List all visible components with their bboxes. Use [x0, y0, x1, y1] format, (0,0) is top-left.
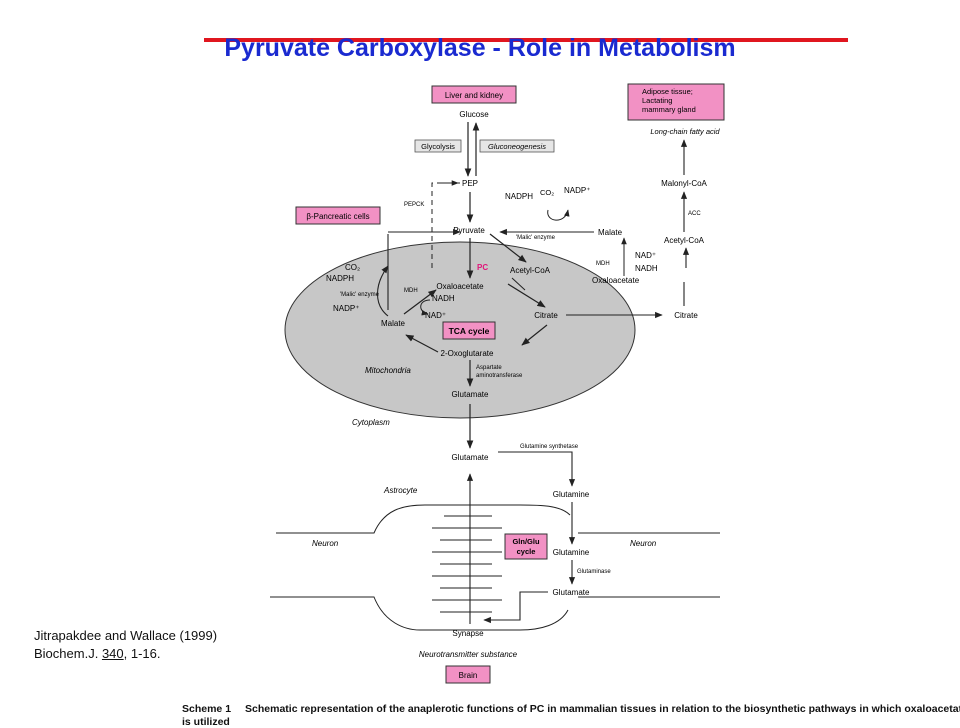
svg-text:Neuron: Neuron	[312, 539, 339, 548]
citation-reference: Biochem.J. 340, 1-16.	[34, 646, 161, 661]
svg-text:'Malic' enzyme: 'Malic' enzyme	[516, 235, 556, 241]
svg-text:Long-chain fatty acid: Long-chain fatty acid	[650, 127, 720, 136]
malate-mito-label: Malate	[381, 319, 406, 328]
svg-text:MDH: MDH	[404, 288, 418, 294]
svg-text:Liver and kidney: Liver and kidney	[445, 91, 503, 100]
svg-text:Aspartate: Aspartate	[476, 365, 502, 371]
liver-kidney-box: Liver and kidney	[431, 85, 517, 104]
svg-text:NADP⁺: NADP⁺	[564, 186, 590, 195]
svg-text:Oxaloacetate: Oxaloacetate	[592, 276, 640, 285]
svg-text:Lactating: Lactating	[642, 96, 672, 105]
synaptic-cleft	[432, 515, 502, 613]
glucose-label: Glucose	[459, 110, 489, 119]
svg-text:NADPH: NADPH	[326, 274, 354, 283]
pyruvate-label: Pyruvate	[453, 226, 485, 235]
svg-text:TCA cycle: TCA cycle	[449, 326, 490, 336]
svg-text:aminotransferase: aminotransferase	[476, 373, 523, 379]
gluconeogenesis-tag	[479, 139, 555, 153]
tca-cycle-box: TCA cycle	[442, 321, 496, 340]
svg-text:Gluconeogenesis: Gluconeogenesis	[488, 142, 546, 151]
svg-text:ACC: ACC	[688, 211, 701, 217]
brain-box: Brain	[445, 665, 491, 684]
svg-text:Glycolysis: Glycolysis	[421, 142, 455, 151]
beta-pancreatic-box: β-Pancreatic cells	[295, 206, 381, 225]
svg-text:mammary gland: mammary gland	[642, 105, 696, 114]
glutamine-neuron-label: Glutamine	[553, 548, 590, 557]
svg-text:CO₂: CO₂	[345, 263, 360, 272]
svg-text:Adipose tissue;: Adipose tissue;	[642, 87, 693, 96]
svg-text:Glutamine synthetase: Glutamine synthetase	[520, 444, 579, 450]
citation: Jitrapakdee and Wallace (1999) Biochem.J…	[34, 627, 217, 663]
gln-glu-cycle-box: Gln/Glu cycle	[504, 533, 548, 560]
oxaloacetate-mito-label: Oxaloacetate	[436, 282, 484, 291]
glycolysis-tag	[414, 139, 462, 153]
svg-text:Brain: Brain	[459, 671, 478, 680]
svg-text:NADPH: NADPH	[505, 192, 533, 201]
glutamate-neuron-label: Glutamate	[553, 588, 590, 597]
svg-text:NAD⁺: NAD⁺	[425, 311, 446, 320]
citation-authors: Jitrapakdee and Wallace (1999)	[34, 628, 218, 643]
svg-text:'Malic' enzyme: 'Malic' enzyme	[340, 292, 380, 298]
oxoglutarate-label: 2-Oxoglutarate	[441, 349, 494, 358]
cytoplasm-label: Cytoplasm	[352, 418, 390, 427]
svg-text:Acetyl-CoA: Acetyl-CoA	[664, 236, 705, 245]
svg-text:MDH: MDH	[596, 261, 610, 267]
svg-text:cycle: cycle	[517, 547, 536, 556]
mitochondria-label: Mitochondria	[365, 366, 411, 375]
title-underline	[204, 38, 848, 42]
glutamate-mito-label: Glutamate	[452, 390, 489, 399]
svg-text:Neuron: Neuron	[630, 539, 657, 548]
svg-text:β-Pancreatic cells: β-Pancreatic cells	[306, 212, 369, 221]
svg-text:CO₂: CO₂	[540, 188, 554, 197]
synapse-label: Synapse	[452, 629, 484, 638]
svg-text:NADH: NADH	[635, 264, 658, 273]
glutamate-astro-label: Glutamate	[452, 453, 489, 462]
astrocyte-label: Astrocyte	[383, 486, 418, 495]
svg-text:NADH: NADH	[432, 294, 455, 303]
svg-text:NAD⁺: NAD⁺	[635, 251, 656, 260]
svg-text:Citrate: Citrate	[674, 311, 698, 320]
svg-text:NADP⁺: NADP⁺	[333, 304, 359, 313]
pepck-label: PEPCK	[404, 202, 424, 208]
citrate-mito-label: Citrate	[534, 311, 558, 320]
svg-text:Malonyl-CoA: Malonyl-CoA	[661, 179, 707, 188]
acetylcoa-mito-label: Acetyl-CoA	[510, 266, 551, 275]
adipose-box: Adipose tissue; Lactating mammary gland	[627, 83, 725, 121]
pep-label: PEP	[462, 179, 478, 188]
svg-text:Malate: Malate	[598, 228, 623, 237]
svg-text:Glutaminase: Glutaminase	[577, 569, 611, 575]
glutamine-astro-label: Glutamine	[553, 490, 590, 499]
svg-text:Gln/Glu: Gln/Glu	[512, 537, 540, 546]
neurotransmitter-label: Neurotransmitter substance	[419, 650, 518, 659]
pc-label: PC	[477, 263, 488, 272]
slide-title: Pyruvate Carboxylase - Role in Metabolis…	[224, 34, 736, 62]
